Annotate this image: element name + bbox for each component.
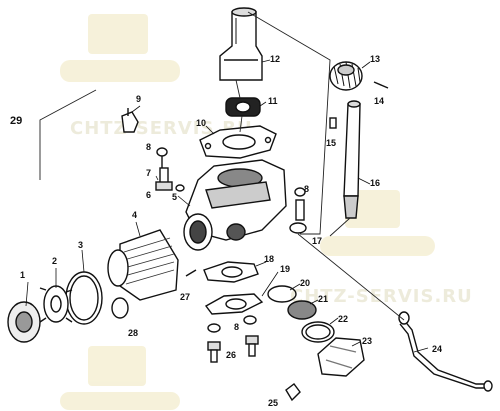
callout-19: 19 (280, 264, 290, 274)
callout-9: 9 (136, 94, 141, 104)
part-24-tube (398, 311, 493, 392)
callout-3: 3 (78, 240, 83, 250)
callout-7: 7 (146, 168, 151, 178)
part-4-filter (107, 229, 179, 301)
callout-23: 23 (362, 336, 372, 346)
part-27-pin (185, 269, 197, 277)
callout-27: 27 (180, 292, 190, 302)
callout-11: 11 (268, 96, 278, 106)
part-21-plate (287, 300, 317, 320)
callout-22: 22 (338, 314, 348, 324)
part-1-cap (7, 301, 41, 343)
watermark-right: CHTZ-SERVIS.RU (290, 286, 473, 307)
assembly-lines (39, 11, 405, 321)
part-19-gasket (204, 293, 264, 315)
callout-29: 29 (10, 115, 22, 127)
callout-5: 5 (172, 192, 177, 202)
callout-4: 4 (132, 210, 137, 220)
watermark-top: CHTZ-SERVIS.RU (70, 118, 253, 139)
callout-21: 21 (318, 294, 328, 304)
part-3-o-ring (65, 271, 103, 325)
part-11-bearing (225, 97, 261, 117)
callout-25: 25 (268, 398, 278, 408)
part-15-key (329, 117, 337, 129)
part-25-nipple (285, 383, 301, 402)
callout-12: 12 (270, 54, 280, 64)
part-13-gear (329, 61, 363, 91)
part-23-cover (317, 337, 365, 377)
callout-10: 10 (196, 118, 206, 128)
callout-14: 14 (374, 96, 384, 106)
part-28-plug (111, 297, 129, 319)
callout-18: 18 (264, 254, 274, 264)
part-16-steering-shaft (343, 100, 361, 219)
watermark-bulldozer-icons (60, 14, 435, 410)
callout-17: 17 (312, 236, 322, 246)
callout-28: 28 (128, 328, 138, 338)
callout-1: 1 (20, 270, 25, 280)
callout-2: 2 (52, 256, 57, 266)
part-5-main-housing (183, 159, 287, 251)
callout-26: 26 (226, 350, 236, 360)
part-9-fitting (121, 108, 139, 133)
callout-8-right: 8 (304, 184, 309, 194)
part-22-ring (301, 321, 335, 343)
part-26-bolts (207, 335, 259, 363)
part-8-washer-a (156, 147, 168, 168)
part-7-bolt (155, 167, 173, 191)
callout-24: 24 (432, 344, 442, 354)
callout-labels: 1 2 3 4 5 6 7 8 8 8 9 10 11 12 13 14 15 … (10, 54, 442, 408)
part-17-washer (289, 222, 307, 234)
callout-13: 13 (370, 54, 380, 64)
callout-20: 20 (300, 278, 310, 288)
callout-15: 15 (326, 138, 336, 148)
part-18-gasket (203, 261, 259, 283)
callout-8-left: 8 (146, 142, 151, 152)
part-8-nuts-lower (207, 315, 257, 333)
callout-6: 6 (146, 190, 151, 200)
part-20-ring (267, 285, 297, 303)
part-8-bolt-right (294, 187, 306, 221)
part-10-gasket (199, 125, 277, 159)
callout-8-lower: 8 (234, 322, 239, 332)
callout-16: 16 (370, 178, 380, 188)
part-2-lock-plate (39, 285, 73, 323)
leader-lines (25, 59, 429, 353)
part-12-shaft-housing (219, 7, 263, 81)
part-6-washer (175, 184, 185, 192)
part-14-pin (373, 81, 389, 89)
